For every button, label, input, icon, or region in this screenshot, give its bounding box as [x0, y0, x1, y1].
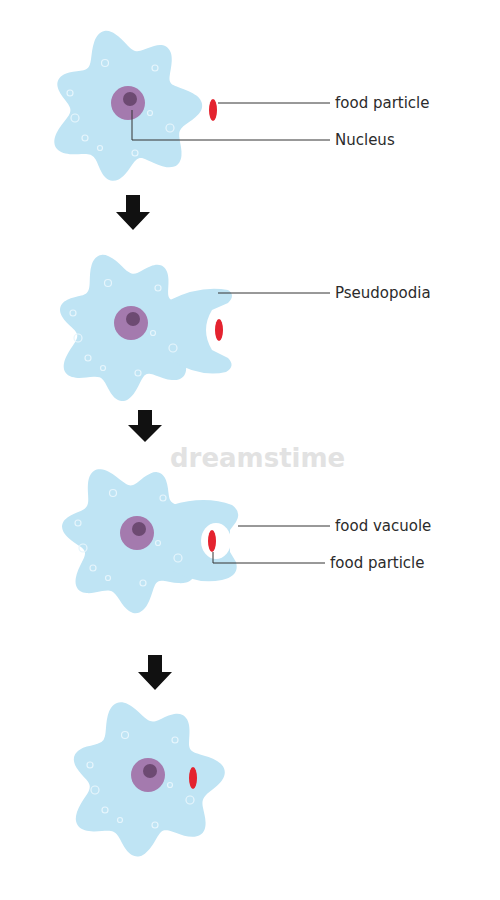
cytoplasm-granule	[172, 737, 178, 743]
food-vacuole	[201, 523, 231, 559]
cytoplasm-granule	[71, 114, 79, 122]
part-label: Pseudopodia	[335, 284, 431, 302]
cytoplasm-granule	[186, 796, 194, 804]
cytoplasm-granule	[152, 822, 158, 828]
nucleus	[131, 758, 165, 792]
cytoplasm-granule	[102, 60, 109, 67]
amoeba-stage	[62, 469, 238, 613]
down-arrow	[128, 410, 162, 442]
cytoplasm-granule	[106, 576, 111, 581]
watermark: dreamstime	[170, 443, 345, 473]
leader-line	[132, 110, 330, 140]
down-arrow	[138, 655, 172, 690]
cytoplasm-granule	[135, 370, 141, 376]
cytoplasm-granule	[148, 111, 153, 116]
food-particle	[208, 530, 216, 552]
nucleolus	[123, 92, 137, 106]
cytoplasm-granule	[122, 732, 129, 739]
nucleolus	[126, 312, 140, 326]
cytoplasm-granule	[132, 150, 138, 156]
cytoplasm-granule	[166, 124, 174, 132]
cytoplasm-granule	[67, 90, 73, 96]
cytoplasm-granule	[98, 146, 103, 151]
part-label: food particle	[330, 554, 425, 572]
food-particle	[215, 319, 223, 341]
leader-line	[238, 526, 330, 527]
cytoplasm-granule	[82, 135, 88, 141]
pseudopodia	[172, 500, 238, 581]
down-arrow	[116, 195, 150, 230]
cytoplasm-granule	[75, 520, 81, 526]
part-label: food particle	[335, 94, 430, 112]
cytoplasm-granule	[151, 331, 156, 336]
cytoplasm-granule	[174, 554, 182, 562]
cytoplasm-granule	[110, 490, 117, 497]
cytoplasm-granule	[155, 285, 161, 291]
leader-line	[213, 552, 325, 563]
leader-line	[218, 293, 330, 294]
amoeba-stage	[54, 31, 217, 181]
cytoplasm-granule	[79, 544, 87, 552]
amoeba-body	[74, 702, 225, 856]
cytoplasm-granule	[70, 310, 76, 316]
cytoplasm-granule	[87, 762, 93, 768]
cytoplasm-granule	[101, 366, 106, 371]
cytoplasm-granule	[85, 355, 91, 361]
cytoplasm-granule	[102, 807, 108, 813]
cytoplasm-granule	[91, 786, 99, 794]
leader-line	[218, 103, 330, 104]
nucleolus	[143, 764, 157, 778]
nucleolus	[132, 522, 146, 536]
cytoplasm-granule	[105, 280, 112, 287]
food-particle	[189, 767, 197, 789]
leader-lines	[132, 103, 330, 563]
cytoplasm-granule	[140, 580, 146, 586]
amoeba-body	[54, 31, 202, 181]
cytoplasm-granule	[168, 783, 173, 788]
cytoplasm-granule	[118, 818, 123, 823]
cytoplasm-granule	[74, 334, 82, 342]
cytoplasm-granule	[169, 344, 177, 352]
nucleus	[111, 86, 145, 120]
amoeba-stage	[74, 702, 225, 856]
cytoplasm-granule	[152, 65, 158, 71]
cytoplasm-granule	[90, 565, 96, 571]
stage-arrows	[116, 195, 172, 690]
nucleus	[120, 516, 154, 550]
nucleus	[114, 306, 148, 340]
pseudopodia	[170, 289, 232, 374]
cytoplasm-granule	[156, 541, 161, 546]
food-particle	[209, 99, 217, 121]
amoeba-stage	[60, 255, 232, 401]
part-label: food vacuole	[335, 517, 431, 535]
part-label: Nucleus	[335, 131, 395, 149]
cytoplasm-granule	[160, 495, 166, 501]
